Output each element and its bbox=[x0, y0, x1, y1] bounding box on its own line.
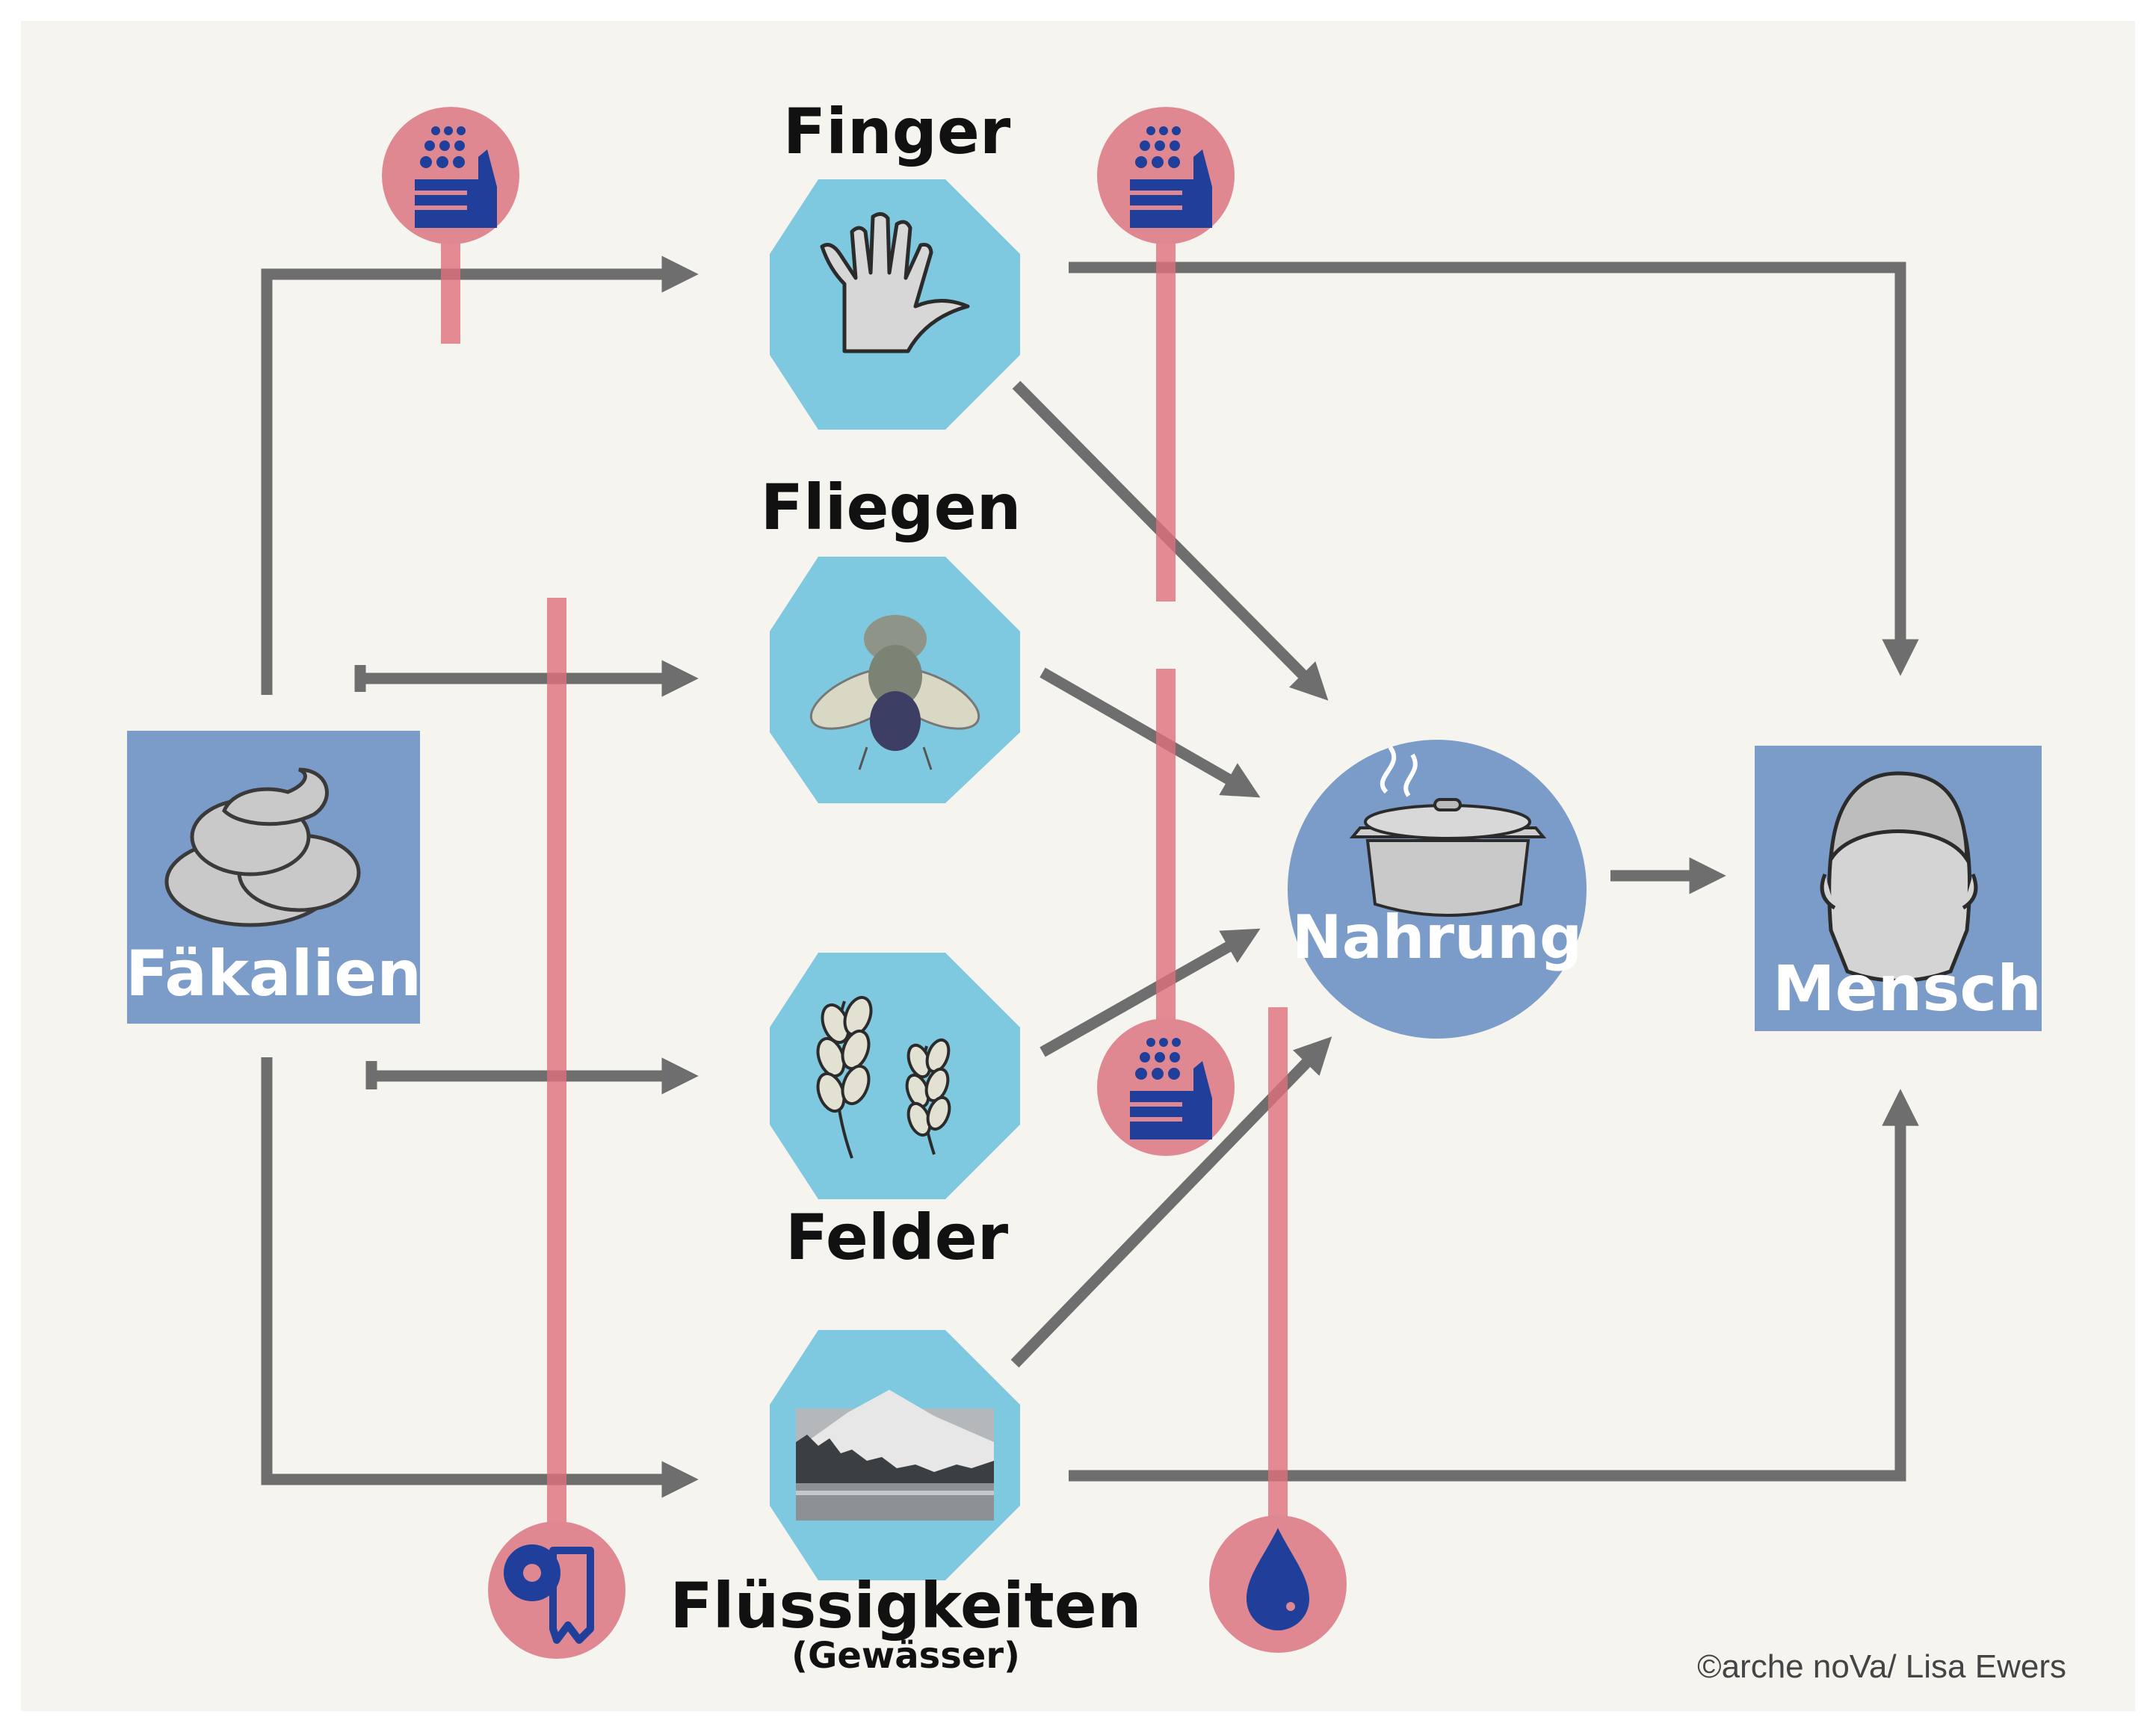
node-mensch-label: Mensch bbox=[1773, 952, 2042, 1025]
credit-text: ©arche noVa/ Lisa Ewers bbox=[1697, 1648, 2066, 1685]
node-faekalien: Fäkalien bbox=[126, 731, 421, 1024]
node-felder-label: Felder bbox=[785, 1201, 1009, 1274]
node-fluessigkeiten-label: Flüssigkeiten bbox=[670, 1569, 1141, 1642]
node-felder: Felder bbox=[770, 953, 1020, 1274]
barrier-badge-1 bbox=[382, 107, 519, 244]
barrier-badge-2 bbox=[1097, 107, 1235, 244]
barrier-badge-3 bbox=[1097, 1018, 1235, 1156]
node-mensch: Mensch bbox=[1755, 746, 2042, 1031]
node-fluessigkeiten-sublabel: (Gewässer) bbox=[791, 1635, 1020, 1677]
node-faekalien-label: Fäkalien bbox=[126, 937, 421, 1010]
lake-mountain-icon bbox=[796, 1390, 994, 1521]
node-nahrung: Nahrung bbox=[1288, 740, 1587, 1039]
node-fliegen-label: Fliegen bbox=[761, 471, 1022, 544]
barrier-badge-5 bbox=[1209, 1515, 1347, 1653]
node-finger: Finger bbox=[770, 95, 1020, 430]
node-nahrung-label: Nahrung bbox=[1292, 903, 1583, 972]
node-fliegen: Fliegen bbox=[761, 471, 1022, 803]
node-finger-label: Finger bbox=[783, 95, 1011, 168]
barrier-badge-4 bbox=[488, 1521, 626, 1659]
human-head-icon bbox=[1822, 773, 1976, 981]
